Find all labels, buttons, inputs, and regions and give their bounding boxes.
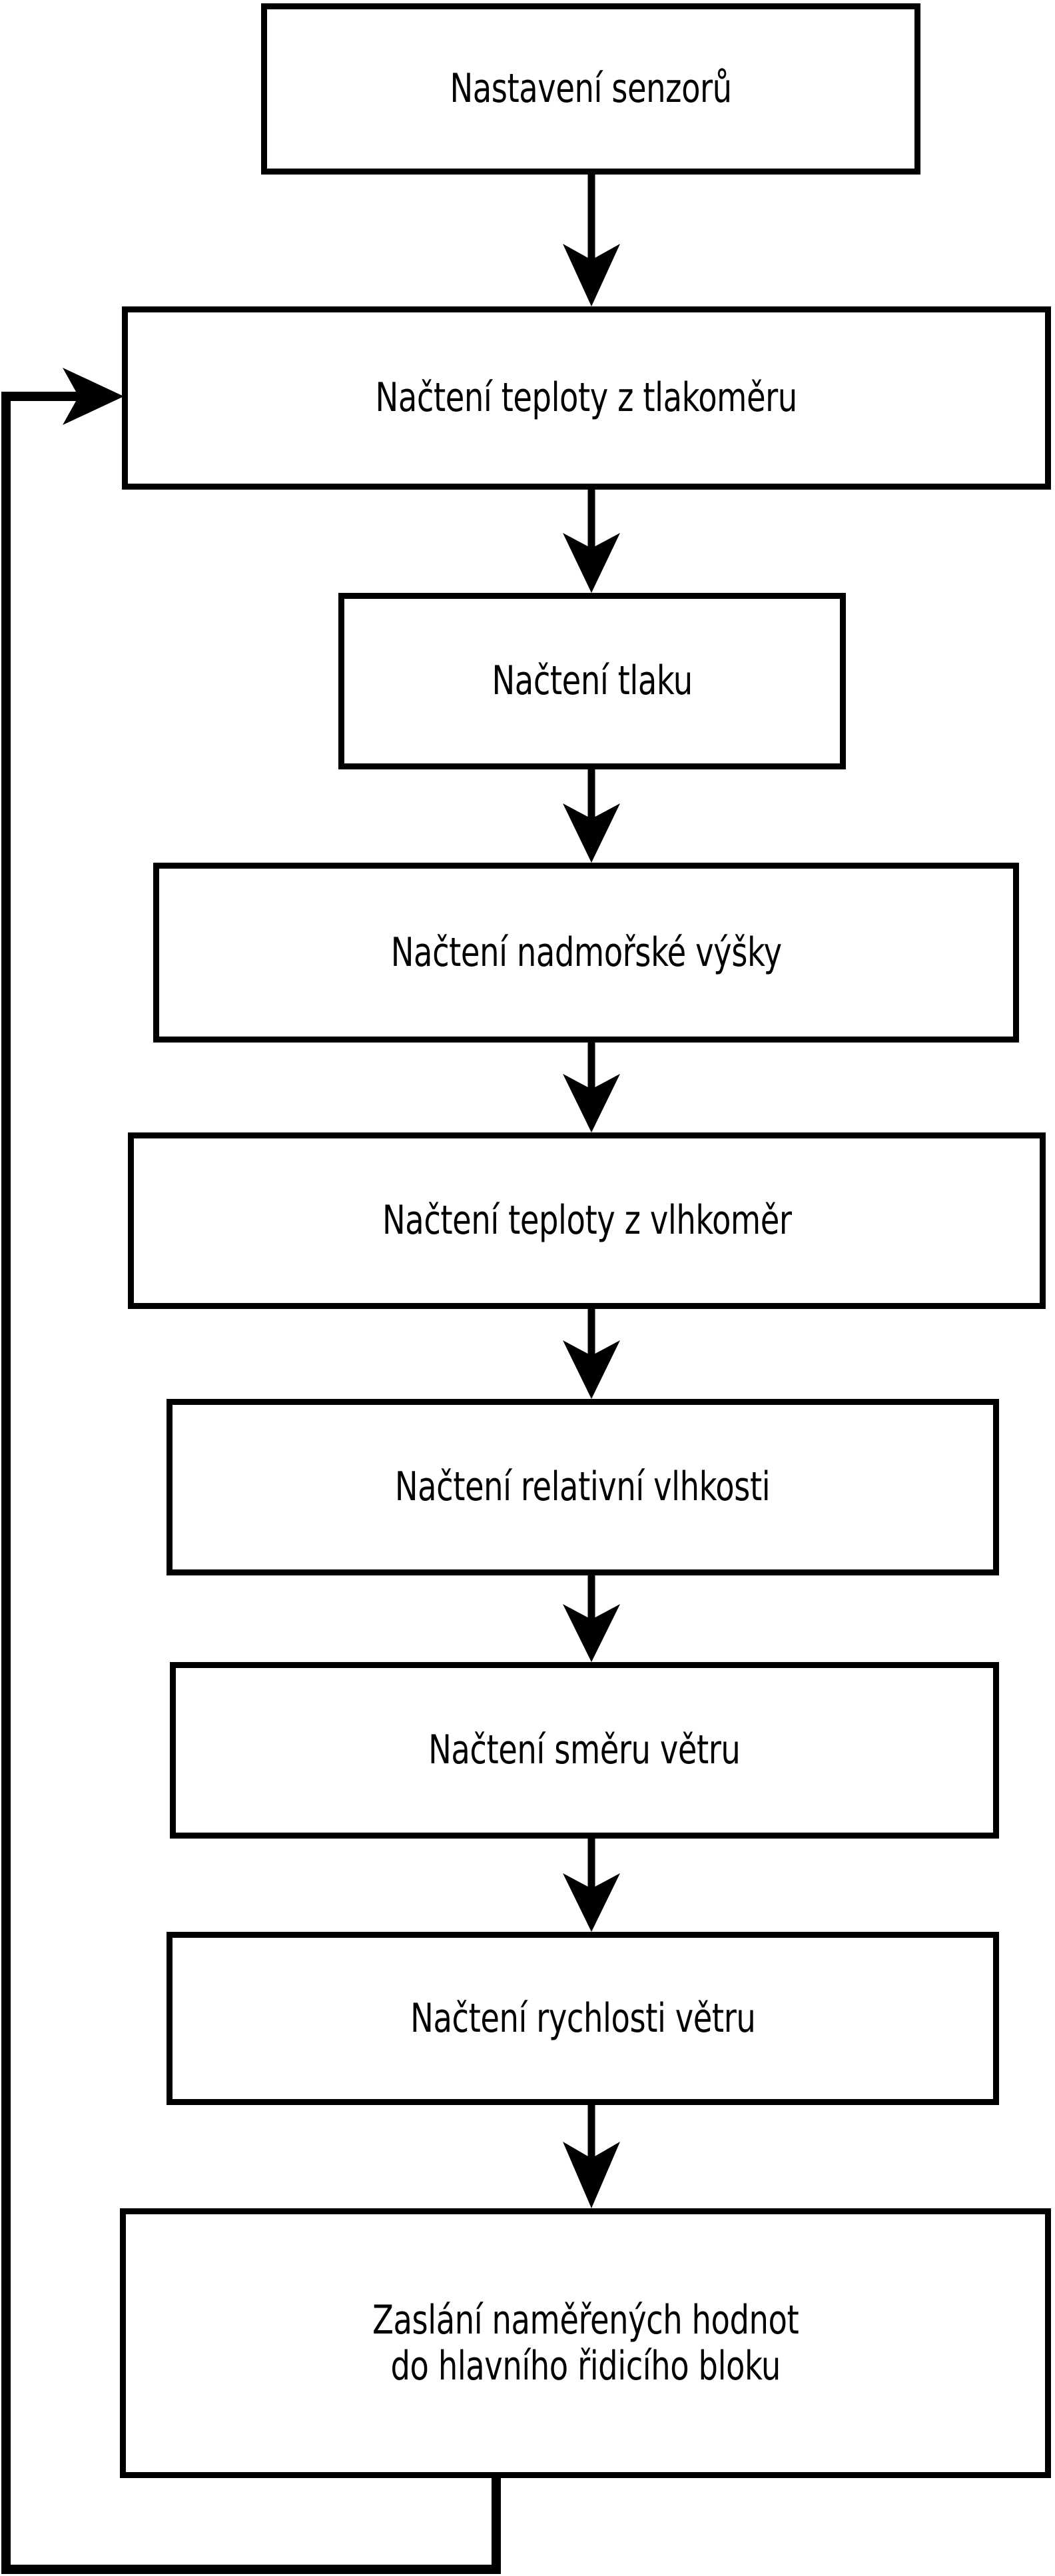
node-label-sensor-setup: Nastavení senzorů bbox=[450, 65, 732, 113]
node-read-wind-speed[interactable]: Načtení rychlosti větru bbox=[167, 1932, 999, 2105]
node-label-read-relative-humidity: Načtení relativní vlhkosti bbox=[395, 1464, 771, 1511]
node-label-send-values: Zaslání naměřených hodnot do hlavního ři… bbox=[372, 2297, 799, 2389]
edge-sensor-setup-to-read-temp-barometer bbox=[563, 175, 620, 306]
edge-read-pressure-to-read-altitude bbox=[563, 769, 620, 863]
edge-send-values-loop-back-to-read-temp-barometer bbox=[1, 368, 501, 2574]
node-label-read-temp-hygrometer: Načtení teploty z vlhkoměr bbox=[382, 1197, 792, 1244]
edge-read-temp-hygrometer-to-read-relative-humidity bbox=[563, 1309, 620, 1399]
node-read-pressure[interactable]: Načtení tlaku bbox=[338, 593, 846, 769]
edge-read-relative-humidity-to-read-wind-direction bbox=[563, 1575, 620, 1662]
node-label-read-wind-direction: Načtení směru větru bbox=[428, 1727, 741, 1774]
node-label-read-wind-speed: Načtení rychlosti větru bbox=[410, 1994, 756, 2042]
edge-read-wind-direction-to-read-wind-speed bbox=[563, 1839, 620, 1932]
node-read-temp-barometer[interactable]: Načtení teploty z tlakoměru bbox=[122, 306, 1051, 490]
edge-read-temp-barometer-to-read-pressure bbox=[563, 490, 620, 593]
node-sensor-setup[interactable]: Nastavení senzorů bbox=[261, 3, 920, 175]
edge-read-wind-speed-to-send-values bbox=[563, 2105, 620, 2208]
node-read-temp-hygrometer[interactable]: Načtení teploty z vlhkoměr bbox=[128, 1132, 1046, 1309]
node-send-values[interactable]: Zaslání naměřených hodnot do hlavního ři… bbox=[120, 2208, 1051, 2478]
node-read-altitude[interactable]: Načtení nadmořské výšky bbox=[153, 863, 1019, 1043]
edge-read-altitude-to-read-temp-hygrometer bbox=[563, 1043, 620, 1132]
node-label-read-pressure: Načtení tlaku bbox=[492, 657, 693, 705]
node-label-read-altitude: Načtení nadmořské výšky bbox=[390, 929, 782, 976]
node-label-read-temp-barometer: Načtení teploty z tlakoměru bbox=[375, 374, 798, 422]
node-read-wind-direction[interactable]: Načtení směru větru bbox=[170, 1662, 999, 1839]
node-read-relative-humidity[interactable]: Načtení relativní vlhkosti bbox=[167, 1399, 999, 1575]
